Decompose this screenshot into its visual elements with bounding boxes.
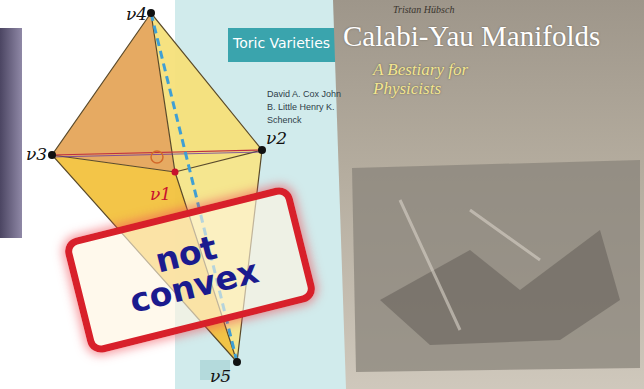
vertex-label: ν2 <box>266 130 287 147</box>
book-subtitle: A Bestiary for Physicists <box>373 60 523 98</box>
vertex-label: ν3 <box>26 146 47 163</box>
book-title: Calabi-Yau Manifolds <box>343 20 600 53</box>
cover-photo <box>352 160 640 372</box>
vertex-label: ν5 <box>210 368 231 385</box>
book-title: Toric Varieties <box>233 35 330 51</box>
book-authors: David A. Cox John B. Little Henry K. Sch… <box>267 88 351 127</box>
photo-shape <box>400 200 540 330</box>
book-cover <box>333 0 644 389</box>
book-cover-calabi-yau: Tristan HübschCalabi-Yau Manifolds A Best… <box>335 0 644 389</box>
equator-line <box>52 152 262 157</box>
not-convex-stamp: not convex <box>62 184 318 355</box>
title-band <box>228 28 340 62</box>
vertex-label: ν4 <box>126 6 147 23</box>
photo-shape <box>380 230 620 345</box>
vertex-label: ν1 <box>150 186 171 203</box>
book-author: Tristan Hübsch <box>393 4 454 15</box>
side-panel <box>0 28 22 238</box>
stamp-text: not convex <box>109 220 271 320</box>
origin-marker <box>151 151 163 163</box>
